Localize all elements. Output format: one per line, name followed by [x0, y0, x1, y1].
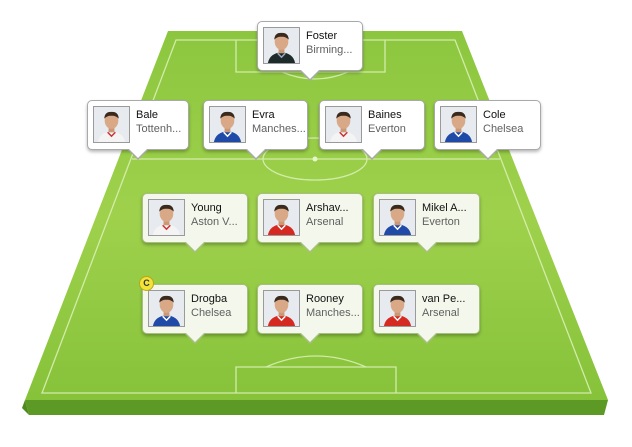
player-photo: [379, 199, 416, 236]
player-club: Manches...: [252, 123, 306, 135]
player-card[interactable]: Arshav... Arsenal: [257, 193, 363, 253]
player-name: Mikel A...: [422, 202, 467, 214]
player-photo-image: [441, 107, 476, 142]
player-name: Evra: [252, 109, 275, 121]
player-photo: [379, 290, 416, 327]
player-photo-image: [380, 291, 415, 326]
player-photo-image: [264, 200, 299, 235]
player-name: Rooney: [306, 293, 344, 305]
player-photo-image: [149, 200, 184, 235]
player-club: Aston V...: [191, 216, 238, 228]
player-photo-image: [326, 107, 361, 142]
player-photo-image: [264, 291, 299, 326]
player-name: Young: [191, 202, 222, 214]
player-photo: [263, 199, 300, 236]
player-club: Everton: [368, 123, 406, 135]
player-photo: [93, 106, 130, 143]
player-photo: [209, 106, 246, 143]
player-club: Birming...: [306, 44, 353, 56]
player-club: Arsenal: [306, 216, 344, 228]
player-name: Foster: [306, 30, 338, 42]
player-photo-image: [210, 107, 245, 142]
player-photo: [440, 106, 477, 143]
player-club: Chelsea: [483, 123, 524, 135]
player-name: Bale: [136, 109, 159, 121]
player-photo-image: [264, 28, 299, 63]
player-name: Arshav...: [306, 202, 349, 214]
player-photo: [263, 27, 300, 64]
player-photo: [148, 199, 185, 236]
player-photo-image: [149, 291, 184, 326]
player-club: Chelsea: [191, 307, 232, 319]
player-card[interactable]: van Pe... Arsenal: [373, 284, 480, 344]
player-name: van Pe...: [422, 293, 466, 305]
player-name: Baines: [368, 109, 402, 121]
player-photo: [263, 290, 300, 327]
player-photo: [325, 106, 362, 143]
captain-badge: C: [139, 276, 154, 291]
player-photo: [148, 290, 185, 327]
player-name: Drogba: [191, 293, 228, 305]
player-club: Tottenh...: [136, 123, 182, 135]
player-name: Cole: [483, 109, 506, 121]
player-club: Everton: [422, 216, 460, 228]
player-photo-image: [94, 107, 129, 142]
player-club: Manches...: [306, 307, 360, 319]
player-card[interactable]: Mikel A... Everton: [373, 193, 480, 253]
player-photo-image: [380, 200, 415, 235]
player-club: Arsenal: [422, 307, 460, 319]
